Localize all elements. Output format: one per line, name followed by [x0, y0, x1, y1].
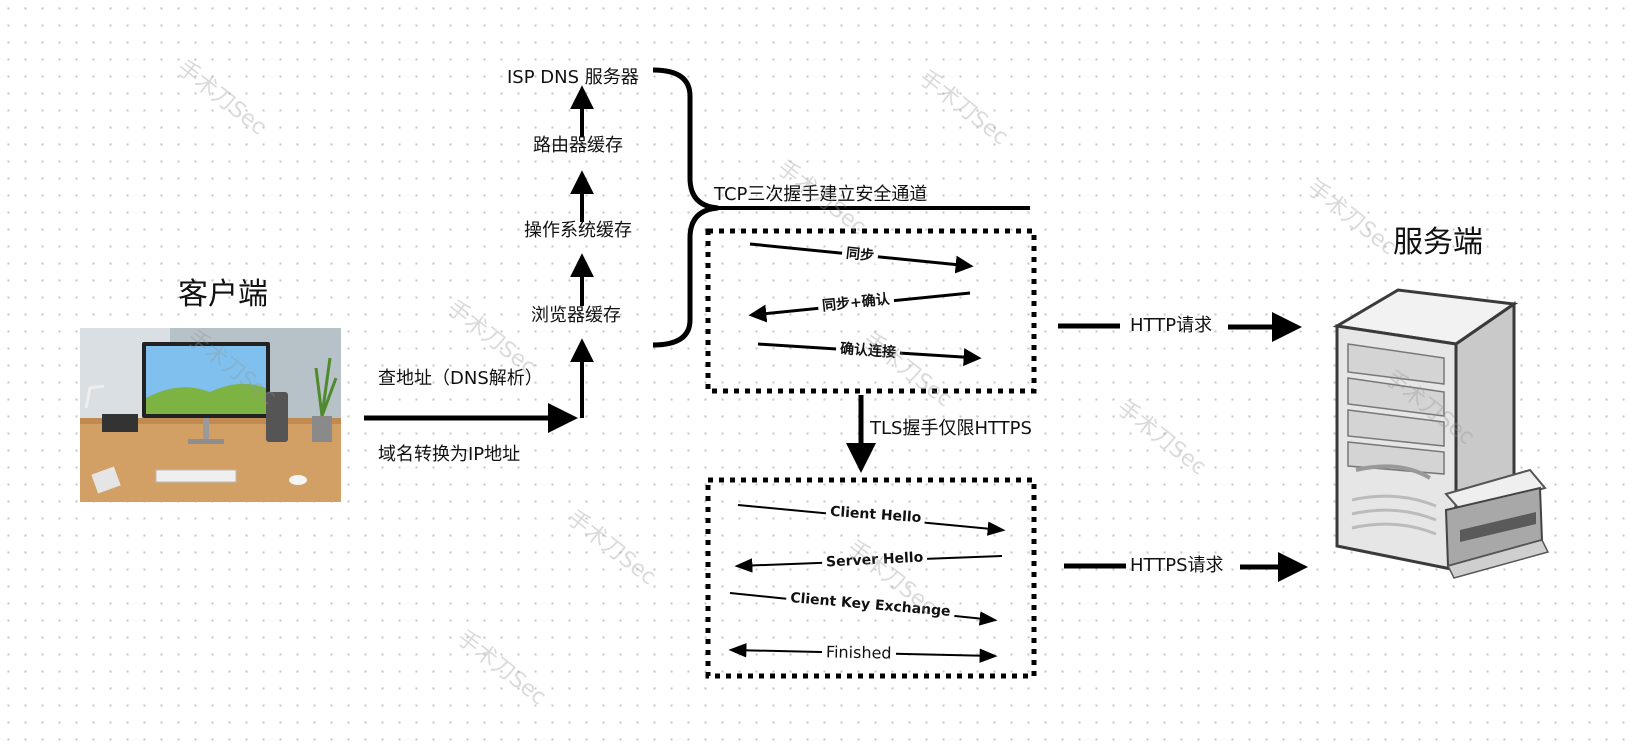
http-request-label: HTTP请求	[1130, 315, 1213, 336]
tls-step-finished: Finished	[821, 642, 896, 663]
dns-os-cache: 操作系统缓存	[524, 220, 632, 241]
dns-brace	[652, 67, 719, 348]
tls-box	[705, 477, 1037, 679]
dns-browser-cache: 浏览器缓存	[531, 305, 621, 326]
client-desk-photo	[80, 328, 341, 502]
tcp-step-sync: 同步	[841, 246, 879, 264]
tcp-box	[705, 228, 1037, 394]
https-request-label: HTTPS请求	[1130, 555, 1224, 576]
lookup-bottom-label: 域名转换为IP地址	[378, 444, 521, 465]
dns-isp-server: ISP DNS 服务器	[507, 67, 639, 88]
tls-label: TLS握手仅限HTTPS	[870, 418, 1032, 439]
dns-router-cache: 路由器缓存	[533, 135, 623, 156]
tcp-title: TCP三次握手建立安全通道	[714, 184, 928, 205]
lookup-top-label: 查地址（DNS解析）	[378, 368, 543, 389]
client-title: 客户端	[178, 277, 268, 312]
server-illustration	[1332, 288, 1550, 579]
server-title: 服务端	[1393, 225, 1483, 260]
